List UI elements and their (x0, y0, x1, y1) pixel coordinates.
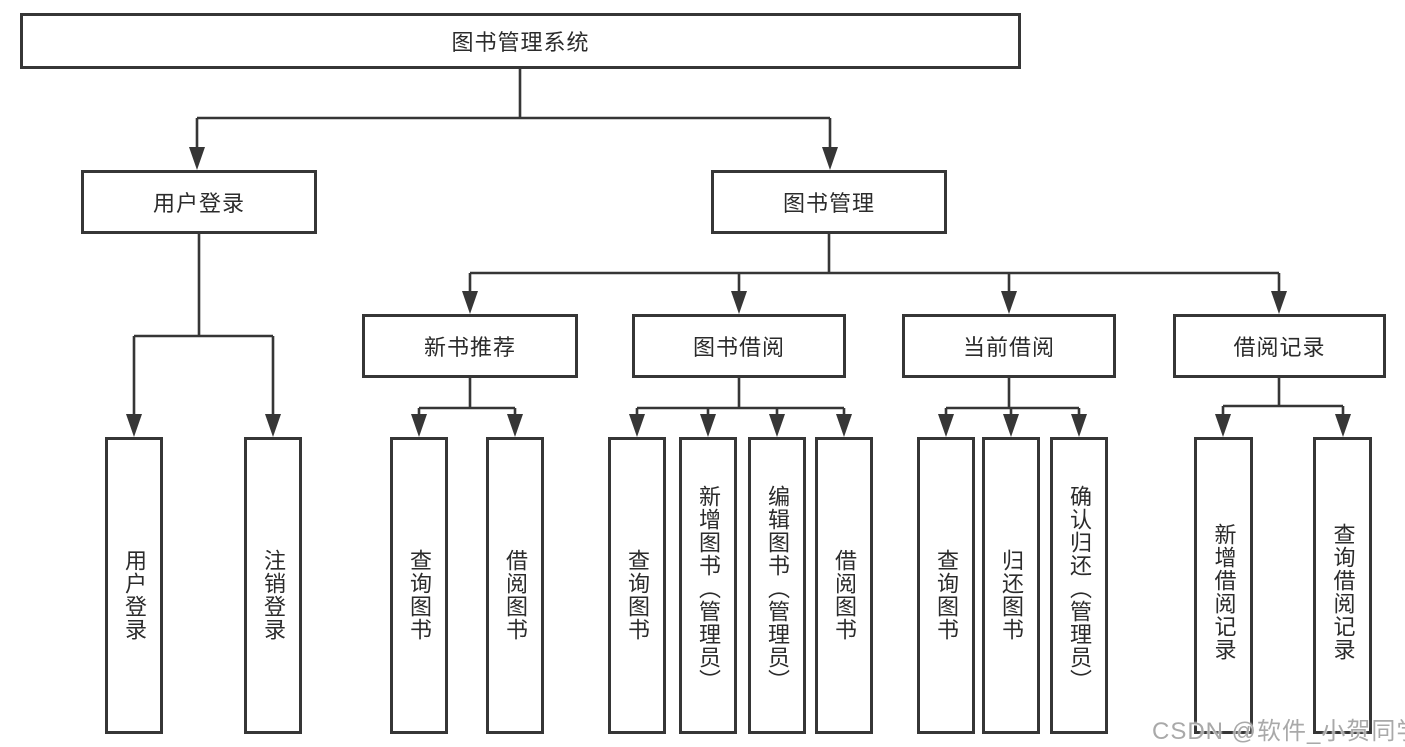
node-label: 新增图书（管理员） (696, 485, 721, 692)
node-borrow-book-leaf: 借阅图书 (815, 437, 873, 734)
node-label: 编辑图书（管理员） (765, 485, 790, 692)
node-add-book-admin: 新增图书（管理员） (679, 437, 737, 734)
node-borrow-records: 借阅记录 (1173, 314, 1386, 378)
node-query-book-current: 查询图书 (917, 437, 975, 734)
node-edit-book-admin: 编辑图书（管理员） (748, 437, 806, 734)
node-label: 查询图书 (407, 548, 432, 641)
node-label: 图书管理 (782, 191, 875, 216)
node-library-system-root: 图书管理系统 (20, 13, 1021, 69)
node-label: 确认归还（管理员） (1067, 485, 1092, 692)
node-book-borrow: 图书借阅 (632, 314, 846, 378)
node-new-book-recommend: 新书推荐 (362, 314, 578, 378)
node-book-management: 图书管理 (711, 170, 947, 234)
node-label: 图书借阅 (692, 335, 785, 360)
node-label: 用户登录 (152, 191, 245, 216)
node-label: 新书推荐 (423, 335, 516, 360)
node-user-login-group: 用户登录 (81, 170, 317, 234)
node-current-borrow: 当前借阅 (902, 314, 1116, 378)
node-label: 新增借阅记录 (1211, 522, 1237, 661)
node-query-borrow-record: 查询借阅记录 (1313, 437, 1372, 734)
node-label: 归还图书 (999, 548, 1024, 641)
node-label: 借阅记录 (1233, 335, 1326, 360)
node-label: 图书管理系统 (451, 30, 590, 55)
node-label: 借阅图书 (503, 548, 528, 641)
node-label: 当前借阅 (962, 335, 1055, 360)
node-query-book-recommend: 查询图书 (390, 437, 448, 734)
arrowhead-icons (126, 147, 1351, 437)
node-label: 注销登录 (261, 548, 286, 641)
node-user-login-leaf: 用户登录 (105, 437, 163, 734)
node-logout-leaf: 注销登录 (244, 437, 302, 734)
node-query-book-borrow: 查询图书 (608, 437, 666, 734)
node-label: 借阅图书 (832, 548, 857, 641)
node-label: 用户登录 (122, 548, 147, 641)
node-add-borrow-record: 新增借阅记录 (1194, 437, 1253, 734)
node-confirm-return-admin: 确认归还（管理员） (1050, 437, 1108, 734)
node-label: 查询图书 (934, 548, 959, 641)
node-label: 查询图书 (625, 548, 650, 641)
node-borrow-book-recommend: 借阅图书 (486, 437, 544, 734)
node-return-book: 归还图书 (982, 437, 1040, 734)
csdn-watermark: CSDN @软件_小贺同学 (1152, 718, 1405, 745)
node-label: 查询借阅记录 (1330, 522, 1356, 661)
